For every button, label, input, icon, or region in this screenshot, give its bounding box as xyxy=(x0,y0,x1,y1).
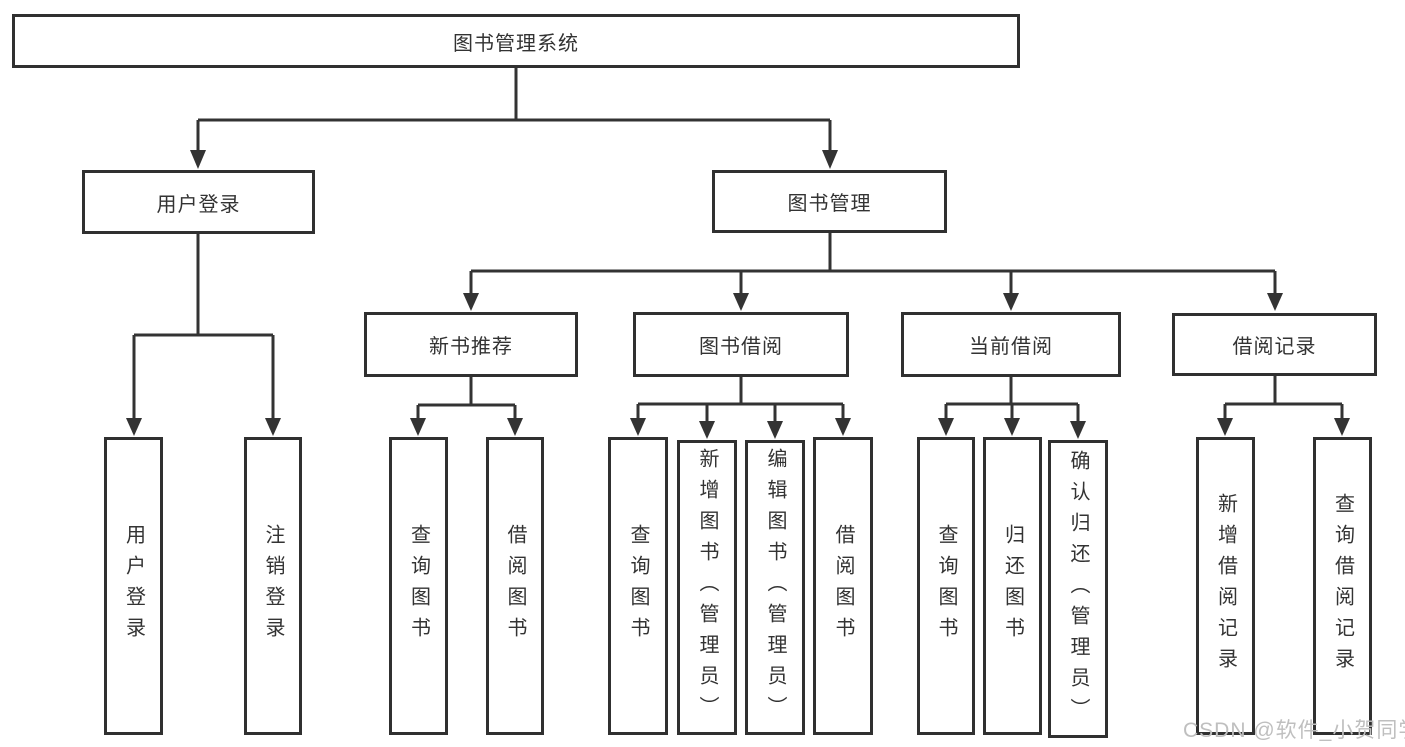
leaf-node-query-books-borrowing: 查询图书 xyxy=(608,437,668,735)
arrow-down-icon xyxy=(822,150,838,169)
arrow-down-icon xyxy=(699,421,715,439)
node-label: 借阅图书 xyxy=(832,524,854,648)
node-label: 新增借阅记录 xyxy=(1214,493,1237,679)
arrow-down-icon xyxy=(733,293,749,311)
node-root-system: 图书管理系统 xyxy=(12,14,1020,68)
connector-borrowing-records-to-leaves xyxy=(1223,376,1344,420)
arrow-down-icon xyxy=(1217,418,1233,436)
node-current-borrowing: 当前借阅 xyxy=(901,312,1121,377)
leaf-node-borrow-books-recommend: 借阅图书 xyxy=(486,437,544,735)
leaf-node-return-book: 归还图书 xyxy=(983,437,1042,735)
leaf-node-confirm-return-admin: 确认归还（管理员） xyxy=(1048,440,1108,738)
arrow-down-icon xyxy=(1003,293,1019,311)
node-new-book-recommend: 新书推荐 xyxy=(364,312,578,377)
node-book-management: 图书管理 xyxy=(712,170,947,233)
arrow-down-icon xyxy=(938,418,954,436)
arrow-down-icon xyxy=(1334,418,1350,436)
leaf-node-borrow-books: 借阅图书 xyxy=(813,437,873,735)
node-label: 确认归还（管理员） xyxy=(1067,449,1089,729)
node-label: 查询图书 xyxy=(407,524,430,648)
connector-user-login-to-leaves xyxy=(132,234,275,420)
node-label: 用户登录 xyxy=(122,524,145,648)
node-book-borrowing: 图书借阅 xyxy=(633,312,849,377)
connector-book-management-to-level3 xyxy=(469,233,1277,294)
arrow-down-icon xyxy=(265,418,281,436)
arrow-down-icon xyxy=(1004,418,1020,436)
leaf-node-add-book-admin: 新增图书（管理员） xyxy=(677,440,737,735)
node-label: 归还图书 xyxy=(1001,524,1024,648)
node-label: 借阅图书 xyxy=(504,524,526,648)
arrow-down-icon xyxy=(1267,293,1283,311)
node-label: 查询图书 xyxy=(627,524,649,648)
node-label: 编辑图书（管理员） xyxy=(764,448,786,727)
node-label: 查询图书 xyxy=(935,524,957,648)
connector-book-borrowing-to-leaves xyxy=(636,377,845,423)
leaf-node-query-borrow-record: 查询借阅记录 xyxy=(1313,437,1372,735)
watermark: CSDN @软件_小贺同学 xyxy=(1183,719,1405,742)
arrow-down-icon xyxy=(767,421,783,439)
node-label: 查询借阅记录 xyxy=(1331,493,1354,679)
node-label: 新书推荐 xyxy=(429,336,513,358)
arrow-down-icon xyxy=(410,418,426,436)
leaf-node-user-login: 用户登录 xyxy=(104,437,163,735)
node-label: 注销登录 xyxy=(262,524,284,648)
leaf-node-add-borrow-record: 新增借阅记录 xyxy=(1196,437,1255,735)
leaf-node-edit-book-admin: 编辑图书（管理员） xyxy=(745,440,805,735)
node-label: 图书管理系统 xyxy=(453,32,579,55)
arrow-down-icon xyxy=(190,150,206,169)
node-label: 借阅记录 xyxy=(1232,336,1317,358)
leaf-node-query-books-current: 查询图书 xyxy=(917,437,975,735)
node-label: 新增图书（管理员） xyxy=(696,448,718,727)
node-user-login: 用户登录 xyxy=(82,170,315,234)
node-borrowing-records: 借阅记录 xyxy=(1172,313,1377,376)
node-label: 图书借阅 xyxy=(699,336,783,358)
node-label: 用户登录 xyxy=(156,193,241,216)
arrow-down-icon xyxy=(463,293,479,311)
arrow-down-icon xyxy=(630,418,646,436)
connector-root-to-level2 xyxy=(196,68,832,152)
connector-new-book-recommend-to-leaves xyxy=(416,377,517,420)
connector-current-borrowing-to-leaves xyxy=(944,377,1080,423)
arrow-down-icon xyxy=(835,418,851,436)
arrow-down-icon xyxy=(1070,421,1086,439)
leaf-node-query-books-recommend: 查询图书 xyxy=(389,437,448,735)
arrow-down-icon xyxy=(507,418,523,436)
node-label: 图书管理 xyxy=(787,193,872,215)
arrow-down-icon xyxy=(126,418,142,436)
node-label: 当前借阅 xyxy=(969,336,1053,358)
leaf-node-logout: 注销登录 xyxy=(244,437,302,735)
